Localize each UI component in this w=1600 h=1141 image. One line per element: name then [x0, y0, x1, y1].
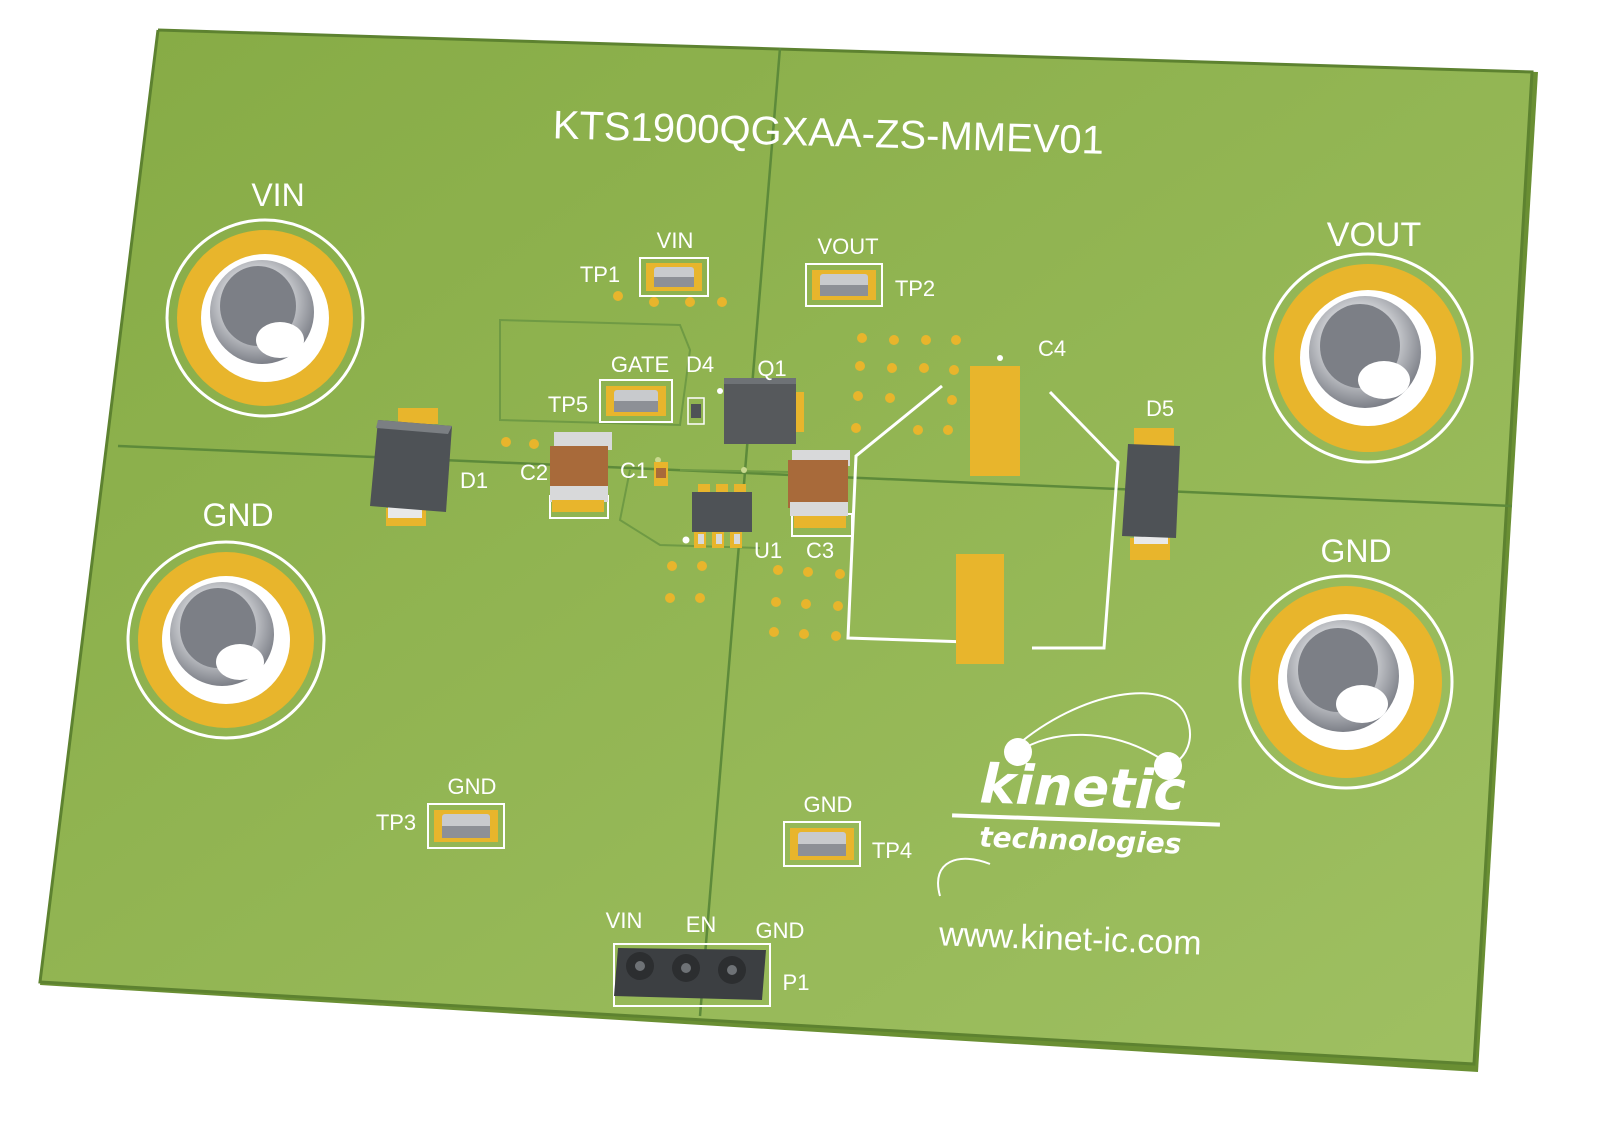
via-array: [501, 291, 961, 641]
terminal-gnd-right-label: GND: [1320, 533, 1391, 569]
terminal-vin: [165, 218, 365, 418]
c1-label: C1: [620, 458, 648, 483]
tp1-ref-label: TP1: [580, 262, 620, 287]
logo-technologies: technologies: [979, 820, 1182, 860]
tp3-ref-label: TP3: [376, 810, 416, 835]
p1-label: P1: [783, 970, 810, 995]
d4-label: D4: [686, 352, 714, 377]
capacitor-c4-footprint: [846, 355, 1120, 664]
website-url: www.kinet-ic.com: [937, 915, 1202, 962]
terminal-vin-label: VIN: [251, 177, 304, 213]
logo-kinetic: kinetic: [979, 752, 1187, 822]
diode-d4: [687, 397, 705, 425]
tp5-net-label: GATE: [611, 352, 669, 377]
tp3-net-label: GND: [448, 774, 497, 799]
u1-label: U1: [754, 538, 782, 563]
terminal-vout: [1262, 252, 1474, 464]
c2-label: C2: [520, 460, 548, 485]
q1-label: Q1: [757, 356, 786, 381]
p1-pin-en-label: EN: [686, 912, 717, 937]
ic-u1: [692, 484, 752, 548]
capacitor-c3: [788, 450, 853, 537]
test-point-tp2: [805, 263, 883, 307]
d4-pin1-marker: [717, 388, 723, 394]
capacitor-c1: [654, 462, 668, 486]
terminal-gnd-right: [1238, 574, 1454, 790]
diode-d1: [370, 408, 452, 526]
tp1-net-label: VIN: [657, 228, 694, 253]
tp4-ref-label: TP4: [872, 838, 912, 863]
c3-label: C3: [806, 538, 834, 563]
test-point-tp5: [599, 379, 673, 423]
d5-label: D5: [1146, 396, 1174, 421]
terminal-gnd-left: [126, 540, 326, 740]
tp5-ref-label: TP5: [548, 392, 588, 417]
header-p1: [613, 943, 771, 1007]
p1-pin-vin-label: VIN: [606, 908, 643, 933]
capacitor-c2: [549, 432, 612, 519]
p1-pin-gnd-label: GND: [756, 918, 805, 943]
tp2-ref-label: TP2: [895, 276, 935, 301]
terminal-vout-label: VOUT: [1327, 216, 1421, 254]
transistor-q1: [724, 378, 804, 444]
c4-label: C4: [1038, 336, 1066, 361]
diode-d5: [1122, 428, 1180, 560]
u1-pin1-marker: [682, 536, 690, 544]
test-point-tp3: [427, 803, 505, 849]
test-point-tp4: [783, 821, 861, 867]
test-point-tp1: [639, 257, 709, 297]
tp2-net-label: VOUT: [817, 234, 878, 259]
tp4-net-label: GND: [804, 792, 853, 817]
d1-label: D1: [460, 468, 488, 493]
kinetic-logo: kinetic technologies: [937, 692, 1220, 897]
pcb-board: [38, 28, 1538, 1072]
terminal-gnd-left-label: GND: [202, 497, 273, 533]
